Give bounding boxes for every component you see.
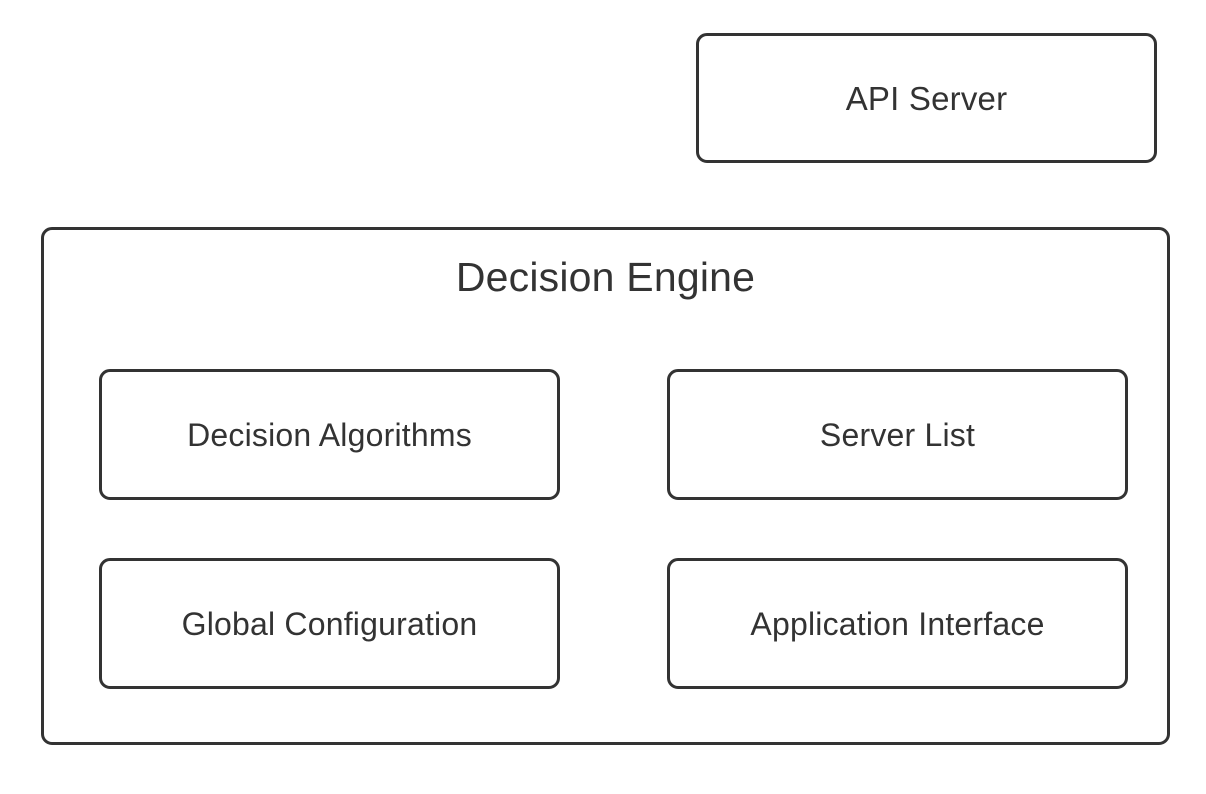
node-decision-engine-title: Decision Engine [455, 254, 756, 300]
node-application-interface-label: Application Interface [750, 605, 1045, 642]
node-api-server[interactable]: API Server [696, 33, 1157, 163]
node-decision-algorithms-label: Decision Algorithms [187, 416, 472, 453]
node-server-list-label: Server List [819, 416, 976, 453]
node-decision-engine-container[interactable]: Decision Engine Decision Algorithms Serv… [41, 227, 1170, 745]
node-api-server-label: API Server [845, 79, 1008, 117]
node-server-list[interactable]: Server List [667, 369, 1128, 500]
node-decision-algorithms[interactable]: Decision Algorithms [99, 369, 560, 500]
node-global-configuration[interactable]: Global Configuration [99, 558, 560, 689]
node-global-configuration-label: Global Configuration [181, 605, 478, 642]
node-application-interface[interactable]: Application Interface [667, 558, 1128, 689]
